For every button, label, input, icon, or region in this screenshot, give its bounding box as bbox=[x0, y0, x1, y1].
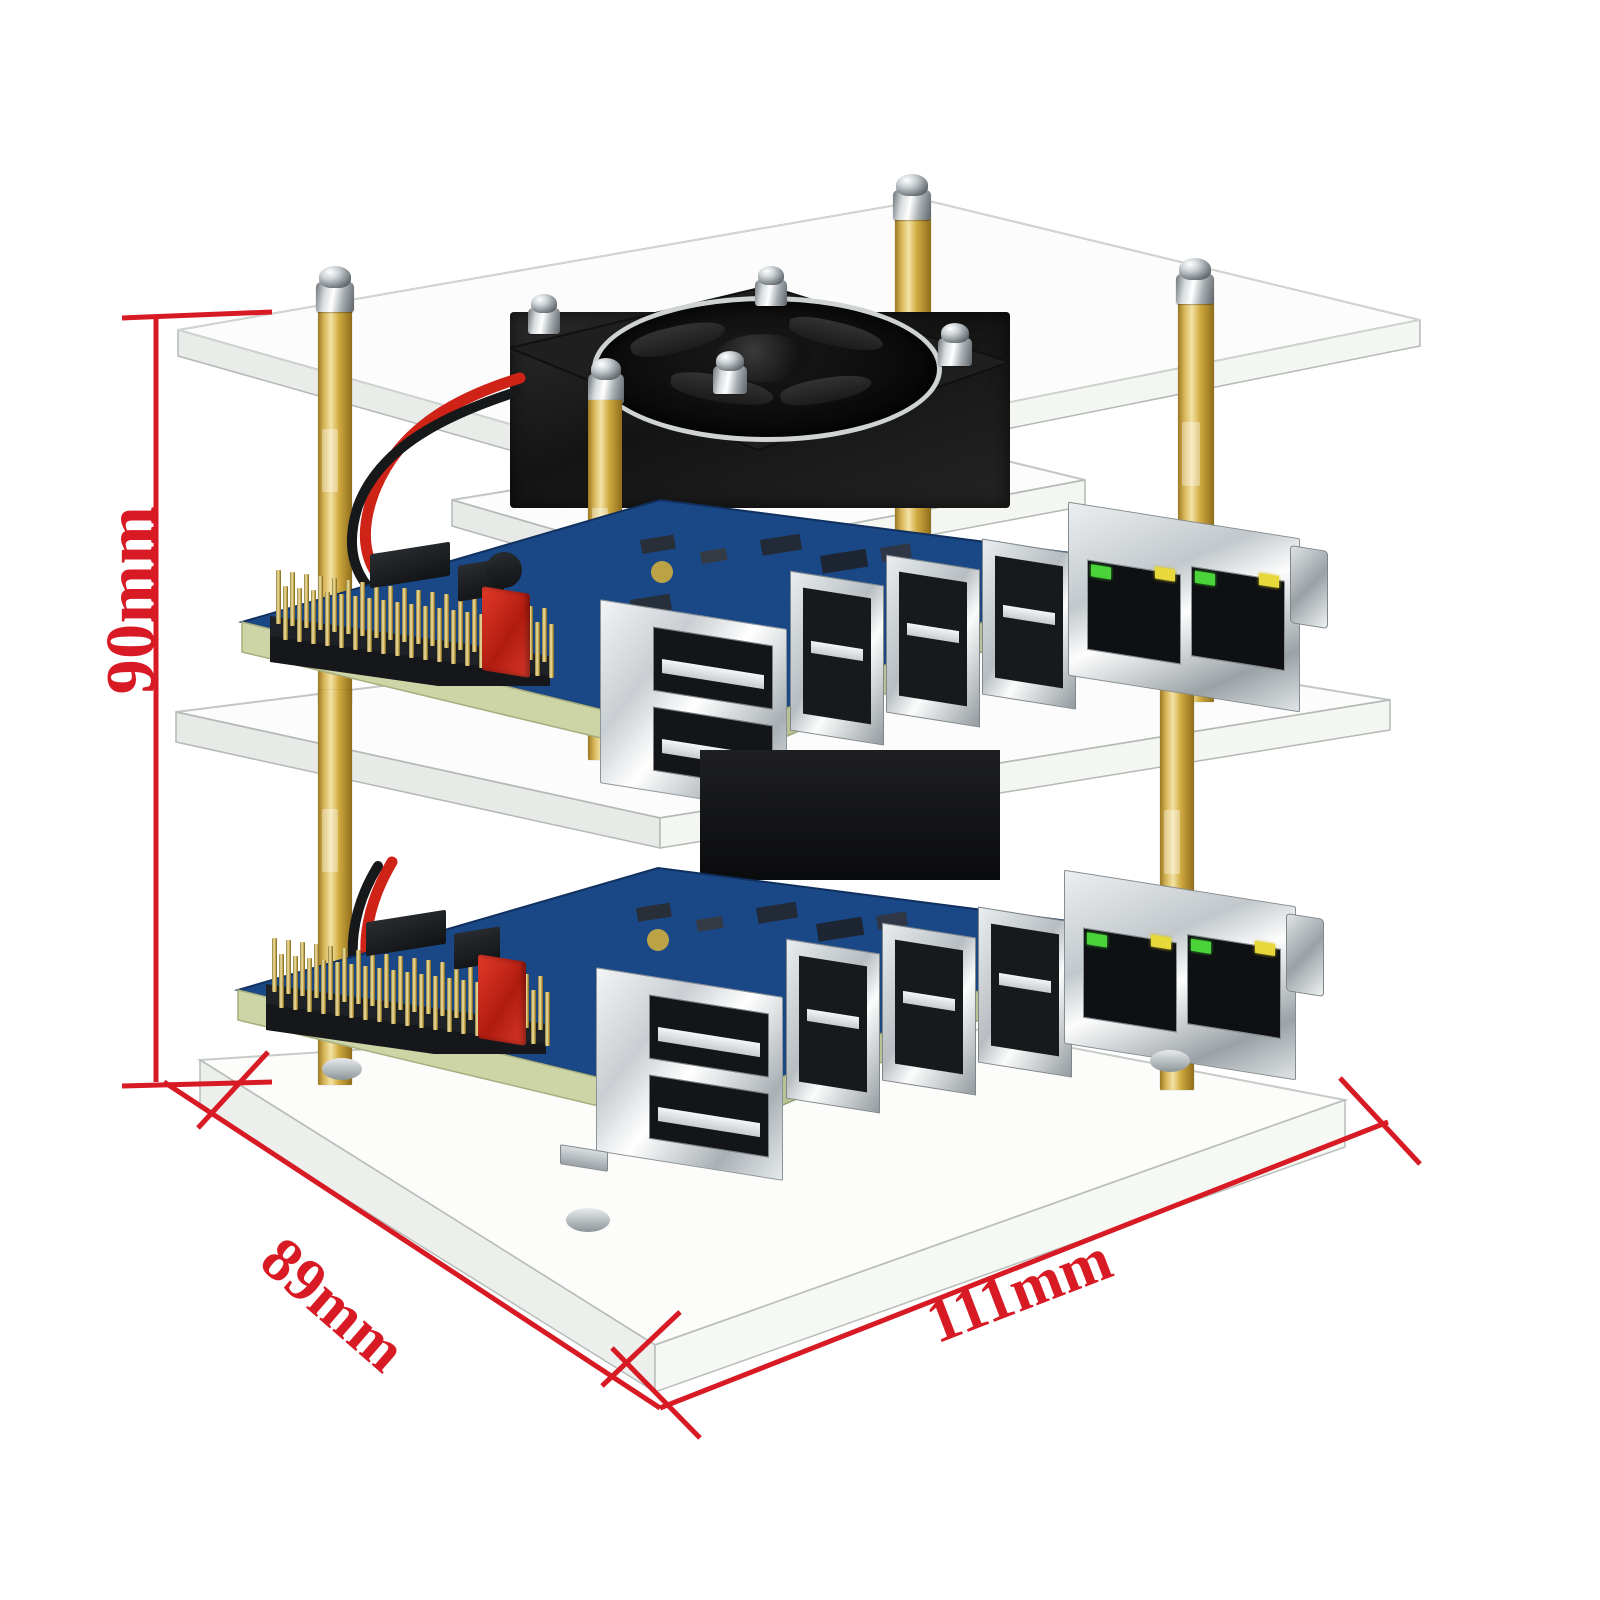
chrome-dome-cap-nut bbox=[713, 351, 747, 394]
board-component bbox=[486, 552, 522, 588]
chrome-dome-cap-nut bbox=[588, 358, 624, 404]
standoff-foot bbox=[1150, 1050, 1190, 1072]
usb-port-row bbox=[882, 922, 976, 1096]
chrome-dome-cap-nut bbox=[528, 294, 560, 334]
usb-port-row bbox=[978, 906, 1072, 1078]
chrome-dome-cap-nut bbox=[938, 323, 972, 366]
standoff-foot bbox=[322, 1058, 362, 1080]
usb-port-row bbox=[786, 938, 880, 1114]
standoff-foot bbox=[566, 1208, 610, 1232]
rj45-ethernet-jack bbox=[1064, 869, 1296, 1081]
dimension-label-height: 90mm bbox=[93, 505, 170, 695]
chrome-dome-cap-nut bbox=[1176, 258, 1214, 304]
board-component bbox=[700, 750, 1000, 880]
chrome-dome-cap-nut bbox=[755, 266, 787, 306]
usb-c-port bbox=[1286, 912, 1324, 998]
chrome-dome-cap-nut bbox=[893, 174, 931, 220]
red-jst-power-connector bbox=[478, 954, 526, 1046]
dual-stacked-usb-a-ports bbox=[596, 967, 783, 1181]
chrome-dome-cap-nut bbox=[316, 266, 354, 312]
